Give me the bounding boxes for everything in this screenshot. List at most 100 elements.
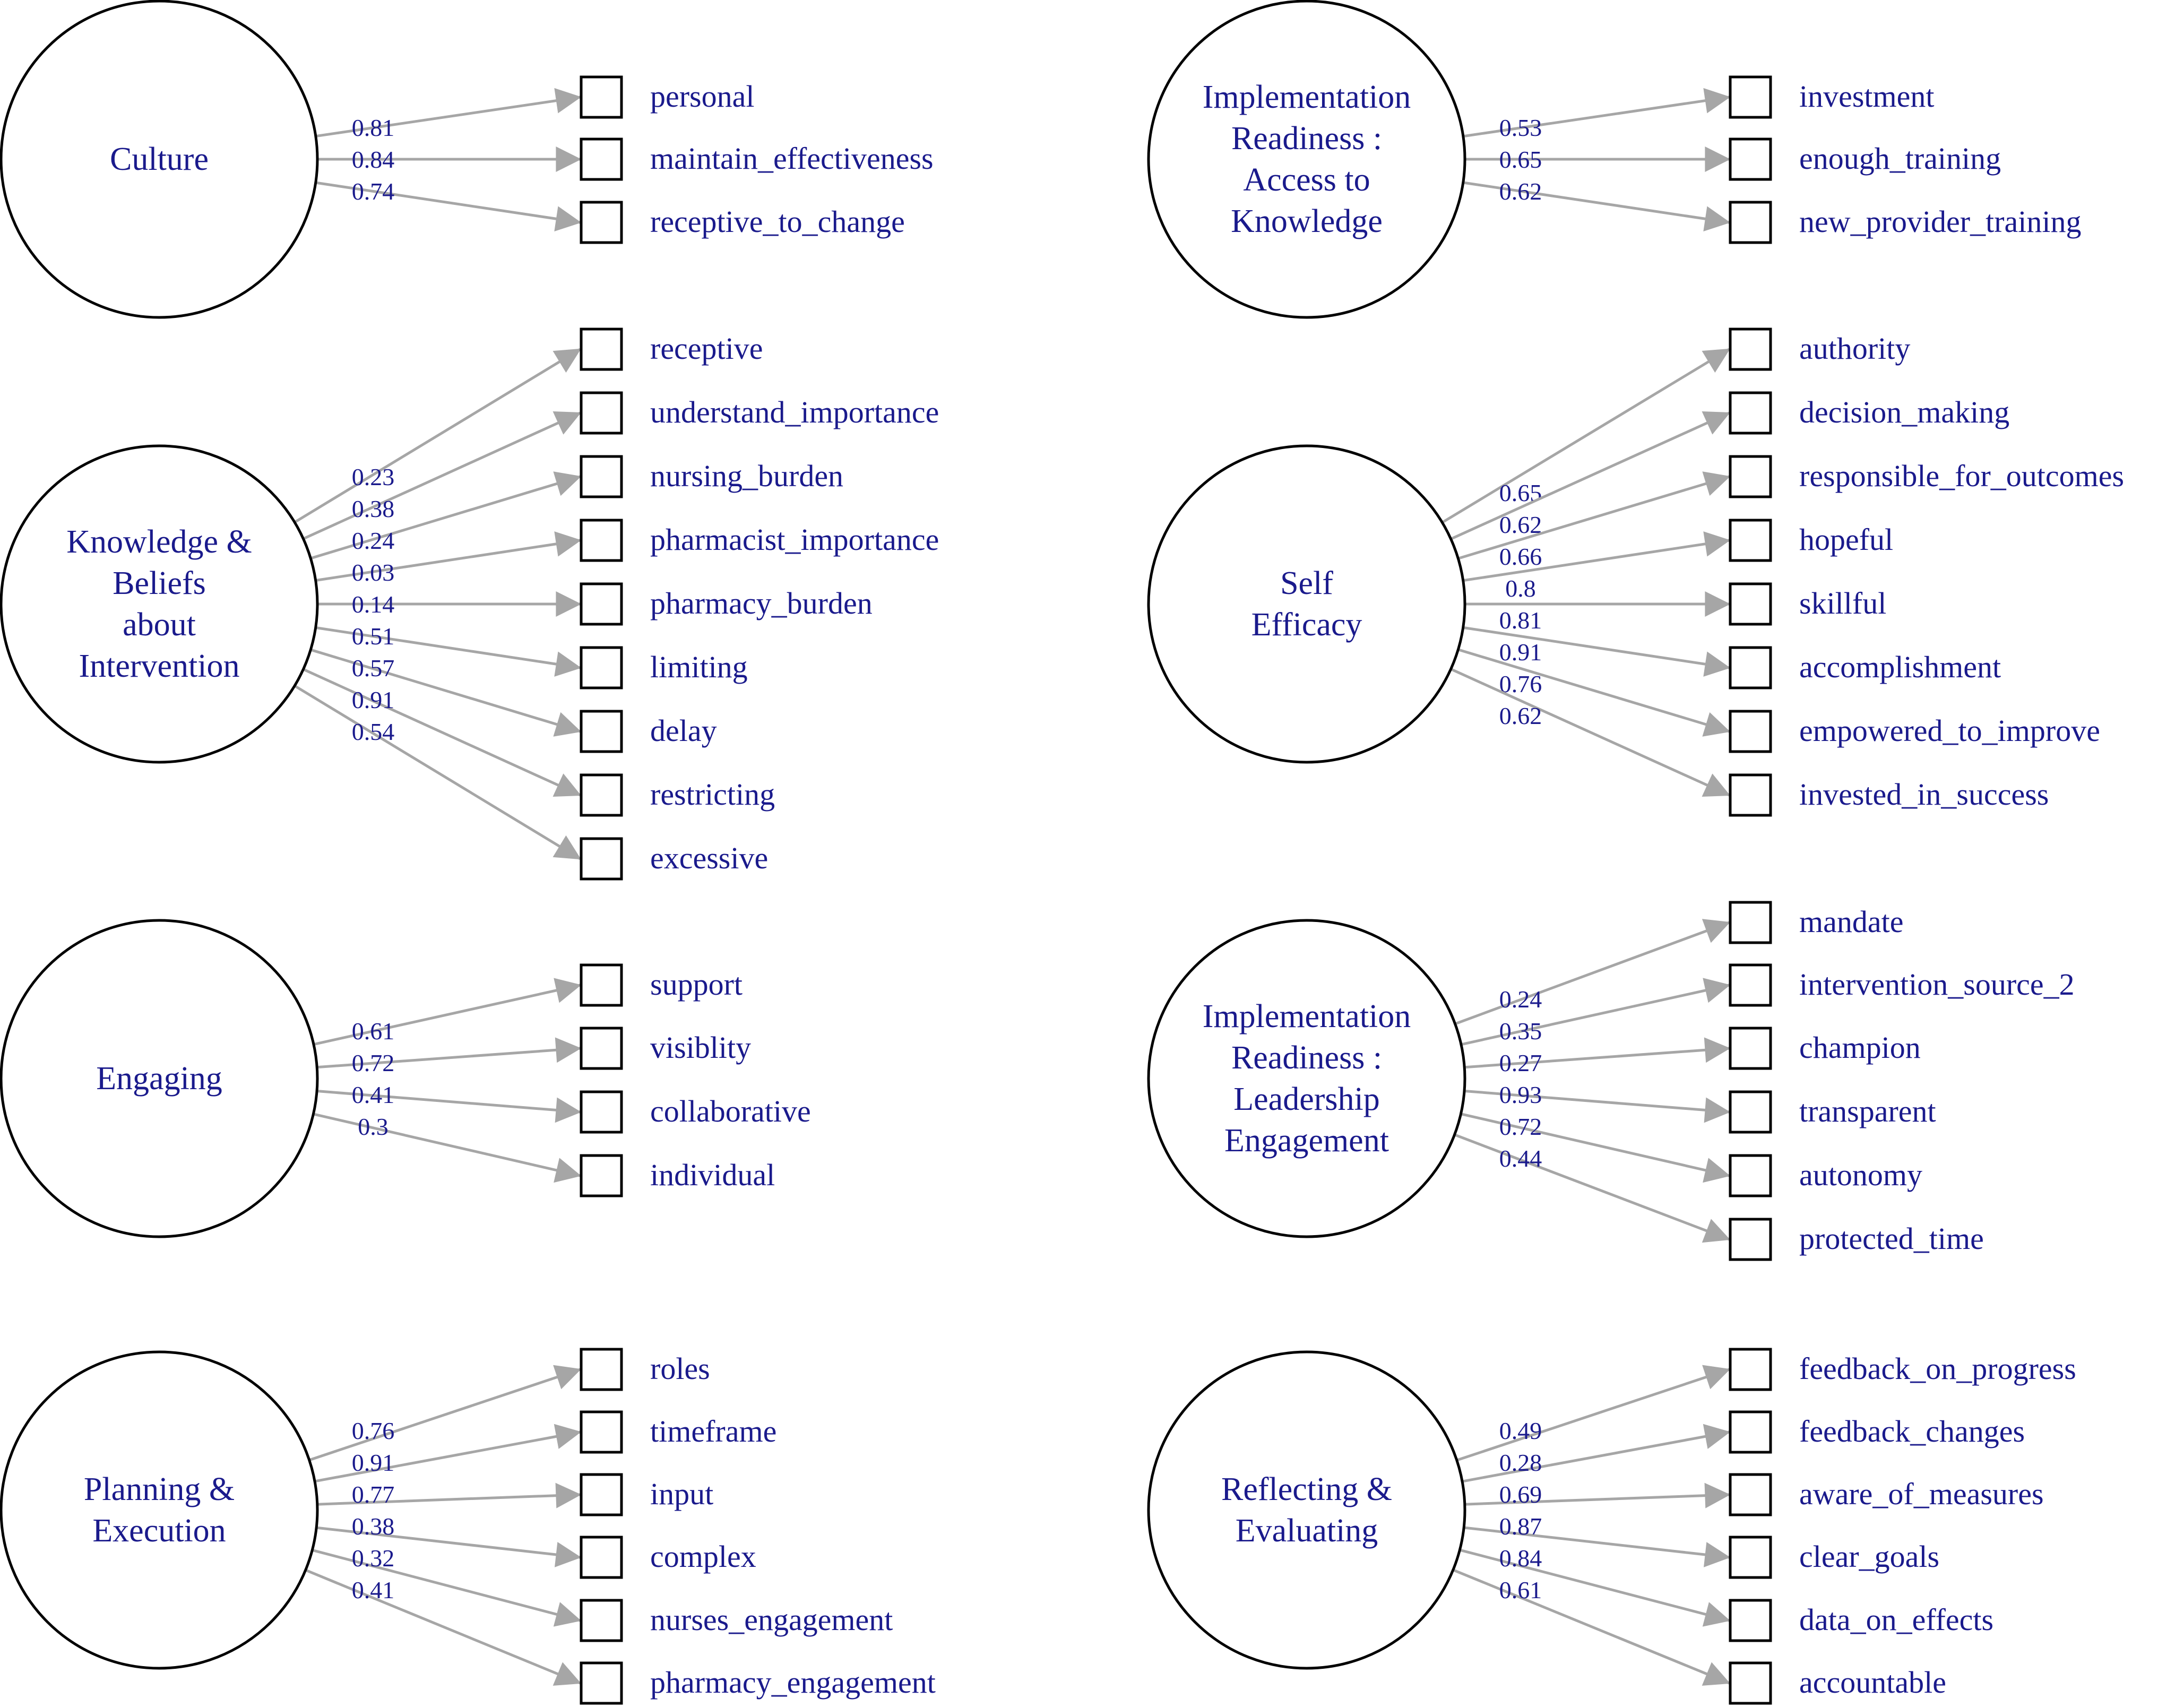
loading-arrow	[1461, 1424, 1731, 1483]
indicator-box	[580, 1536, 623, 1579]
factor-label: Execution	[92, 1513, 226, 1549]
indicator-box	[580, 1599, 623, 1642]
indicator-box	[580, 391, 623, 435]
factor-label: Beliefs	[113, 565, 206, 601]
indicator-box	[580, 582, 623, 626]
indicator-box	[1729, 455, 1772, 498]
indicator-box	[580, 1410, 623, 1454]
indicator-label: intervention_source_2	[1799, 967, 2075, 1002]
indicator-box	[1729, 1661, 1772, 1705]
loading-value: 0.41	[352, 1081, 395, 1108]
indicator-box	[1729, 1090, 1772, 1134]
indicator-box	[1729, 773, 1772, 817]
loading-value: 0.8	[1505, 575, 1536, 602]
indicator-label: skillful	[1799, 586, 1886, 620]
factor-label: Planning &	[84, 1471, 235, 1507]
indicator-box	[580, 710, 623, 753]
loading-value: 0.41	[352, 1576, 395, 1603]
indicator-box	[1729, 137, 1772, 181]
loading-value: 0.44	[1499, 1145, 1542, 1172]
loading-value: 0.72	[352, 1049, 395, 1076]
factor-circle	[0, 919, 319, 1238]
indicator-label: timeframe	[650, 1414, 776, 1449]
factor-label: Readiness :	[1231, 1040, 1382, 1076]
loading-value: 0.62	[1499, 511, 1542, 538]
indicator-label: data_on_effects	[1799, 1602, 1993, 1637]
loading-value: 0.61	[352, 1018, 395, 1045]
factor-group-self-efficacy: 0.65authority0.62decision_making0.66resp…	[1147, 327, 2124, 817]
factor-label: Implementation	[1203, 998, 1411, 1034]
indicator-label: limiting	[650, 650, 748, 684]
indicator-label: clear_goals	[1799, 1539, 1939, 1574]
loading-value: 0.76	[352, 1417, 395, 1444]
loading-arrow	[312, 1113, 582, 1183]
indicator-box	[580, 327, 623, 371]
factor-label: Intervention	[79, 648, 239, 684]
indicator-label: accomplishment	[1799, 650, 2001, 684]
indicator-label: complex	[650, 1539, 756, 1574]
loading-arrow	[1462, 181, 1731, 231]
indicator-box	[1729, 201, 1772, 244]
factor-label: Knowledge &	[66, 524, 252, 560]
loading-arrow	[314, 1424, 582, 1483]
indicator-box	[580, 1473, 623, 1516]
indicator-label: protected_time	[1799, 1221, 1984, 1256]
indicator-label: enough_training	[1799, 141, 2001, 176]
factor-label: Engagement	[1224, 1123, 1389, 1159]
indicator-box	[580, 1154, 623, 1197]
loading-arrow	[316, 1037, 582, 1069]
indicator-box	[1729, 710, 1772, 753]
loading-arrow	[1453, 1133, 1731, 1243]
loading-arrow	[1462, 88, 1731, 138]
factor-circle	[0, 444, 319, 764]
loading-arrow	[1463, 1089, 1731, 1123]
indicator-label: authority	[1799, 331, 1910, 366]
loading-value: 0.91	[352, 686, 395, 713]
indicator-label: individual	[650, 1158, 775, 1192]
indicator-box	[580, 1027, 623, 1070]
factor-label: Access to	[1243, 162, 1370, 198]
loading-arrow	[1458, 1548, 1731, 1627]
loading-arrow	[1454, 919, 1731, 1025]
loading-arrow	[309, 648, 582, 737]
loading-arrow	[302, 668, 582, 797]
loading-value: 0.38	[352, 1513, 395, 1540]
loading-arrow	[314, 531, 582, 582]
loading-value: 0.84	[352, 146, 395, 173]
loading-arrow	[314, 88, 582, 138]
loading-arrow	[1449, 411, 1731, 541]
loading-arrow	[308, 1365, 582, 1462]
indicator-label: transparent	[1799, 1094, 1936, 1128]
indicator-box	[580, 773, 623, 817]
loading-arrow	[1463, 1037, 1731, 1069]
loading-value: 0.62	[1499, 702, 1542, 729]
loading-value: 0.77	[352, 1481, 395, 1508]
factor-label: Efficacy	[1251, 607, 1362, 643]
factor-label: Culture	[110, 141, 209, 177]
loading-value: 0.24	[352, 527, 395, 554]
loading-arrow	[314, 626, 582, 677]
indicator-box	[580, 963, 623, 1007]
loading-value: 0.27	[1499, 1049, 1542, 1076]
indicator-label: aware_of_measures	[1799, 1477, 2044, 1511]
loading-value: 0.54	[352, 718, 395, 745]
loading-arrow	[1449, 667, 1731, 797]
indicator-box	[1729, 1410, 1772, 1454]
loading-value: 0.72	[1499, 1113, 1542, 1140]
loading-value: 0.65	[1499, 479, 1542, 506]
loading-value: 0.61	[1499, 1576, 1542, 1603]
loading-value: 0.51	[352, 623, 395, 650]
factor-label: Evaluating	[1236, 1513, 1378, 1549]
indicator-box	[1729, 327, 1772, 371]
indicator-label: pharmacy_engagement	[650, 1665, 936, 1700]
indicator-label: roles	[650, 1351, 710, 1386]
indicator-label: excessive	[650, 841, 768, 875]
loading-value: 0.69	[1499, 1481, 1542, 1508]
loading-arrow	[1457, 648, 1731, 737]
loading-arrow	[316, 1089, 582, 1123]
loading-value: 0.49	[1499, 1417, 1542, 1444]
factor-label: Implementation	[1203, 79, 1411, 115]
loading-value: 0.84	[1499, 1545, 1542, 1572]
